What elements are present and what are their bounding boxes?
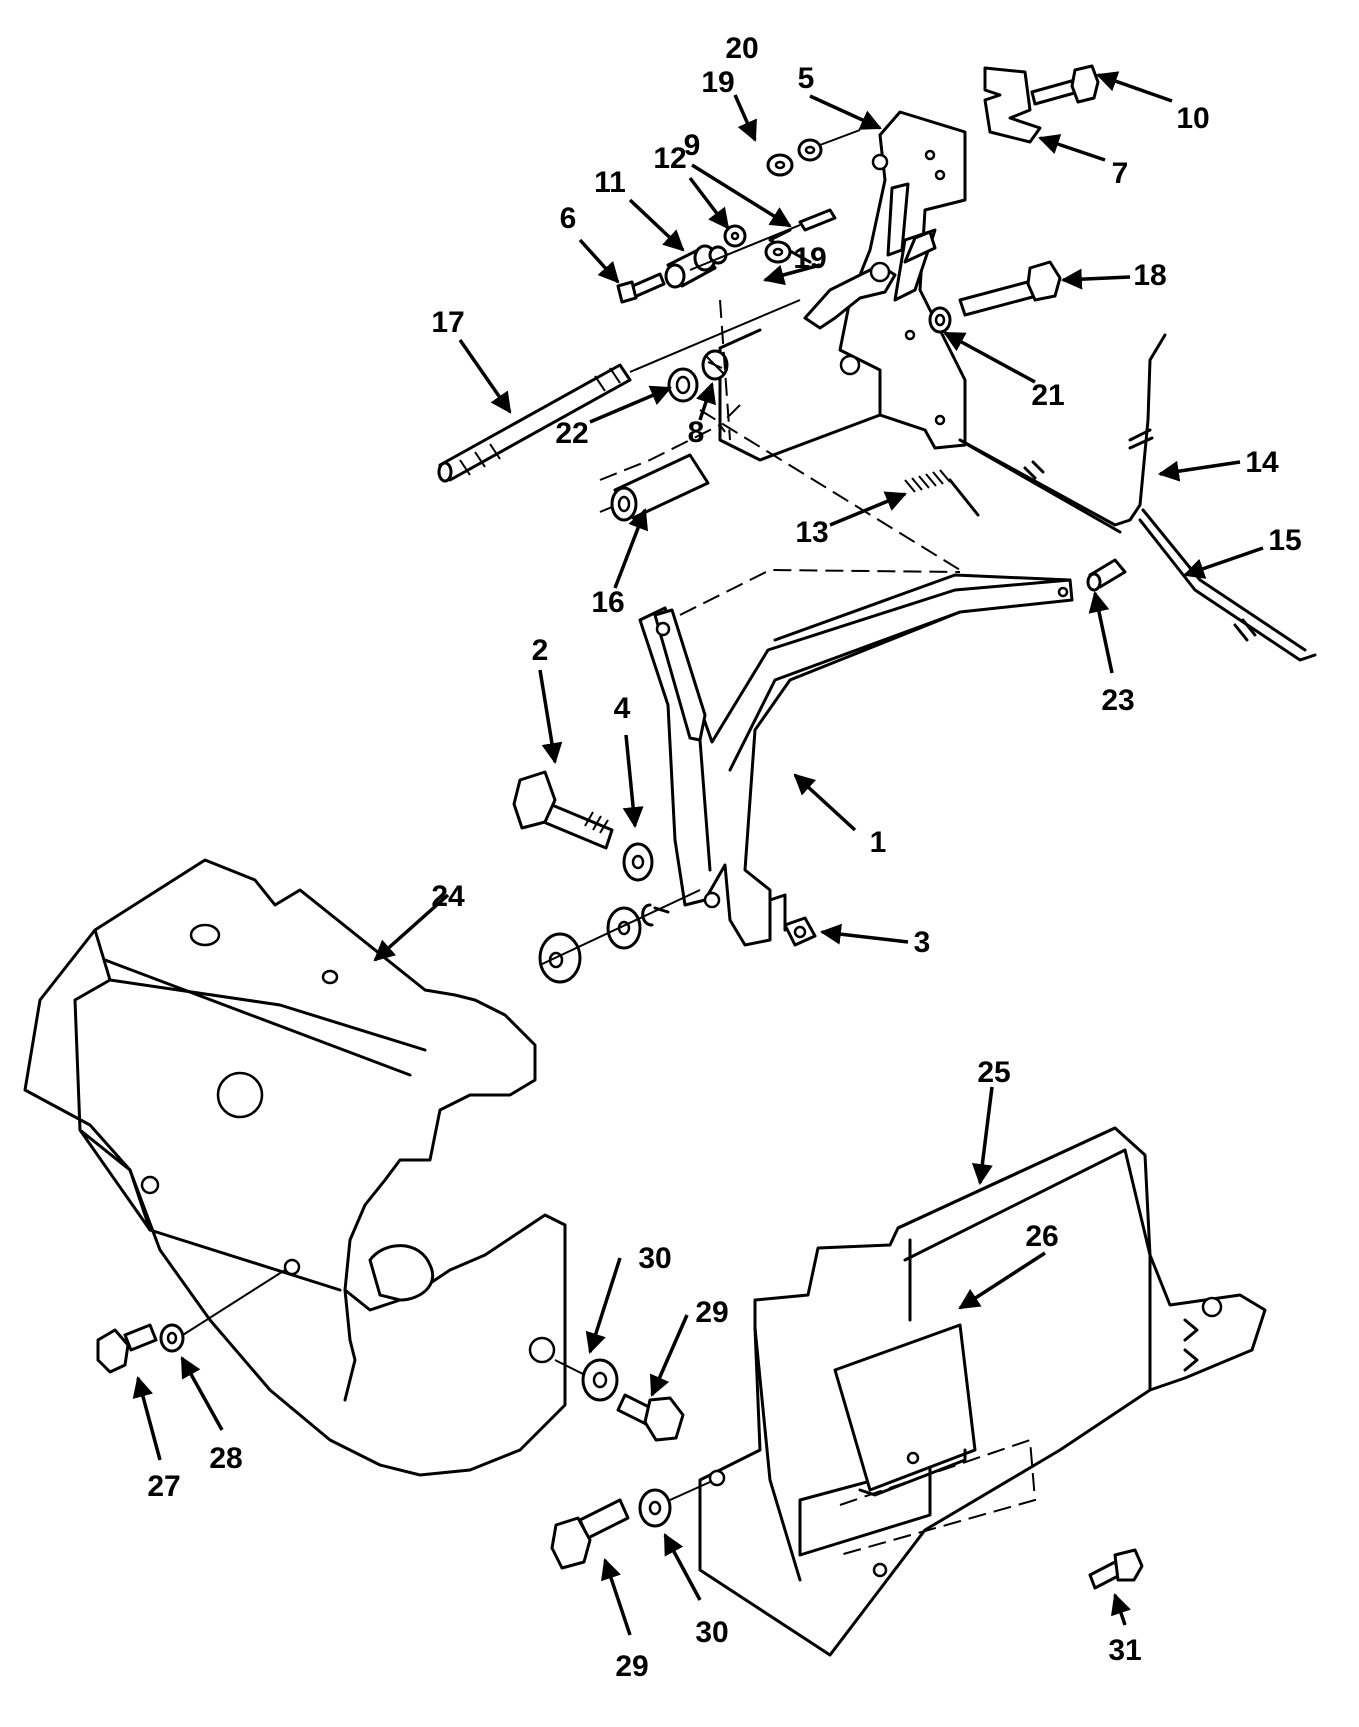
lower-spacer xyxy=(538,932,582,984)
nut-20 xyxy=(797,138,823,162)
lower-clip xyxy=(641,903,670,927)
washer-12 xyxy=(723,224,747,248)
callout-28: 28 xyxy=(209,1442,242,1475)
bolt-27 xyxy=(96,1323,158,1374)
spacer-11 xyxy=(664,244,728,289)
callout-21: 21 xyxy=(1031,379,1064,412)
callout-10: 10 xyxy=(1176,102,1209,135)
washer-30-upper xyxy=(581,1358,619,1402)
callout-17: 17 xyxy=(431,306,464,339)
upper-mounting-bracket xyxy=(718,110,967,462)
callout-9: 9 xyxy=(684,129,701,162)
cotter-pin-9 xyxy=(768,208,837,264)
callout-30b: 30 xyxy=(695,1616,728,1649)
callout-4: 4 xyxy=(614,692,631,725)
callout-31: 31 xyxy=(1108,1634,1141,1667)
callout-25: 25 xyxy=(977,1056,1010,1089)
control-lever-1 xyxy=(638,573,1074,947)
callout-26: 26 xyxy=(1025,1220,1058,1253)
callout-labels: 1 2 3 4 5 6 7 8 9 10 11 12 13 14 15 16 1… xyxy=(147,32,1301,1683)
linkage-arm xyxy=(803,230,937,330)
callout-2: 2 xyxy=(532,634,549,667)
bolt-29-lower xyxy=(550,1498,630,1570)
callout-29b: 29 xyxy=(615,1650,648,1683)
leader-arrows xyxy=(132,71,1264,1636)
callout-11: 11 xyxy=(594,166,626,199)
screw-6 xyxy=(616,272,666,304)
callout-18: 18 xyxy=(1133,259,1166,292)
threaded-rod-17 xyxy=(437,363,632,483)
callout-19b: 19 xyxy=(793,242,826,275)
washer-19-upper xyxy=(766,153,794,177)
callout-24: 24 xyxy=(431,880,465,913)
bottom-pan-25 xyxy=(698,1126,1267,1657)
u-clip xyxy=(983,66,1042,144)
callout-13: 13 xyxy=(795,516,828,549)
callout-5: 5 xyxy=(798,62,815,95)
callout-30a: 30 xyxy=(638,1242,671,1275)
engine-shield-24 xyxy=(23,858,567,1477)
callout-12: 12 xyxy=(653,142,686,175)
callout-14: 14 xyxy=(1245,446,1279,479)
spring-13 xyxy=(904,469,980,517)
bolt-10 xyxy=(1030,64,1100,106)
callout-19a: 19 xyxy=(701,66,734,99)
washer-22 xyxy=(667,367,699,403)
callout-29a: 29 xyxy=(695,1296,728,1329)
cable-harness xyxy=(958,333,1317,662)
washer-19-lower xyxy=(764,240,792,264)
washer-30-lower xyxy=(638,1488,672,1528)
spacer-tube-16 xyxy=(599,453,710,522)
callout-27: 27 xyxy=(147,1470,180,1503)
callout-15: 15 xyxy=(1268,524,1301,557)
washer-4 xyxy=(622,842,654,882)
callout-1: 1 xyxy=(870,826,887,859)
screw-31 xyxy=(1088,1548,1144,1590)
washer-28 xyxy=(159,1323,185,1353)
bolt-2 xyxy=(512,770,614,850)
bolt-29-upper xyxy=(616,1393,685,1442)
lower-washer xyxy=(606,906,642,950)
callout-22: 22 xyxy=(555,417,588,450)
callout-8: 8 xyxy=(688,416,705,449)
callout-16: 16 xyxy=(591,586,624,619)
callout-7: 7 xyxy=(1112,157,1129,190)
bolt-18 xyxy=(958,260,1062,317)
spring-8 xyxy=(701,349,729,381)
callout-23: 23 xyxy=(1101,684,1134,717)
washer-21 xyxy=(928,306,952,334)
fitting-23 xyxy=(1086,558,1127,592)
callout-20: 20 xyxy=(725,32,758,65)
callout-3: 3 xyxy=(914,926,931,959)
nut-3 xyxy=(783,916,817,947)
callout-6: 6 xyxy=(560,202,577,235)
cover-plate-26 xyxy=(833,1323,977,1497)
